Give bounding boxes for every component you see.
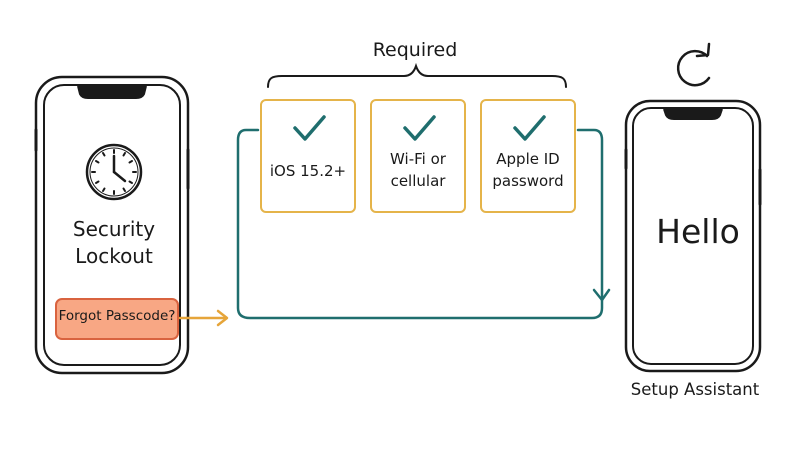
requirement-label-wifi: Wi-Fi or cellular bbox=[390, 150, 446, 190]
setup-assistant-caption: Setup Assistant bbox=[630, 380, 760, 399]
flow-line bbox=[236, 128, 604, 320]
requirement-label-ios: iOS 15.2+ bbox=[269, 162, 347, 180]
forgot-passcode-button-bg bbox=[55, 298, 179, 340]
checkmark-icon bbox=[403, 115, 436, 141]
clock-icon bbox=[85, 143, 143, 201]
lockout-phone bbox=[34, 75, 190, 375]
requirement-label-apple-id: Apple ID password bbox=[492, 150, 564, 190]
checkmark-icon bbox=[513, 115, 546, 141]
orange-arrow bbox=[178, 309, 229, 327]
security-lockout-title: Security Lockout bbox=[72, 217, 156, 268]
flow-arrowhead bbox=[592, 288, 611, 302]
setup-phone bbox=[624, 99, 762, 373]
required-title: Required bbox=[372, 39, 458, 61]
requirement-card-3 bbox=[480, 99, 576, 213]
requirement-card-1 bbox=[260, 99, 356, 213]
forgot-passcode-button[interactable]: Forgot Passcode? bbox=[58, 308, 176, 324]
checkmark-icon bbox=[293, 115, 326, 141]
required-bracket bbox=[267, 62, 567, 88]
hello-screen-text: Hello bbox=[656, 212, 740, 251]
refresh-icon bbox=[676, 42, 711, 87]
requirement-card-2 bbox=[370, 99, 466, 213]
